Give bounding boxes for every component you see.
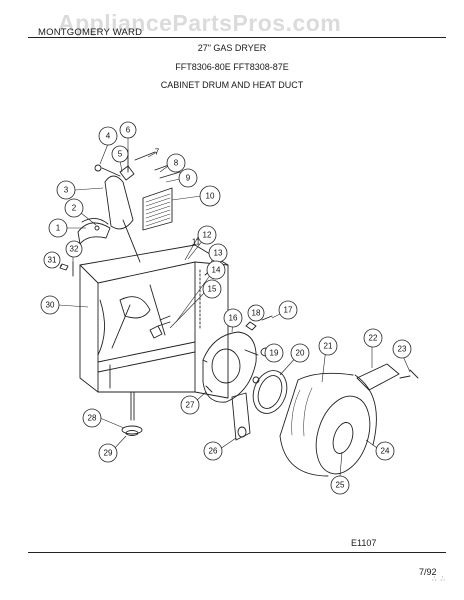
callout-23-label: 23 <box>398 345 407 354</box>
model-numbers: FFT8306-80E FFT8308-87E <box>175 62 289 72</box>
callout-2 <box>64 198 84 218</box>
callout-21 <box>318 336 338 356</box>
heat-duct-assembly <box>94 149 181 263</box>
callout-26-label: 26 <box>209 447 218 456</box>
callout-30 <box>40 295 60 315</box>
header-rule <box>28 37 446 38</box>
callout-32-label: 32 <box>70 245 79 254</box>
callout-26 <box>203 441 223 461</box>
manufacturer-label: MONTGOMERY WARD <box>38 27 143 38</box>
callout-24 <box>375 441 395 461</box>
revision-date: 7/92 <box>419 567 437 577</box>
callout-1 <box>48 218 68 238</box>
callout-18 <box>247 304 265 322</box>
lint-screen <box>142 187 173 231</box>
callout-28 <box>82 408 102 428</box>
diagram-reference-code: E1107 <box>351 538 377 548</box>
callout-16-label: 16 <box>229 314 238 323</box>
callout-8-label: 8 <box>174 159 179 168</box>
front-bulkhead <box>202 331 259 403</box>
diagram-subtitle: CABINET DRUM AND HEAT DUCT <box>160 80 304 90</box>
leveling-leg <box>121 391 143 436</box>
drum-seal <box>252 370 288 414</box>
callout-3-label: 3 <box>64 186 69 195</box>
callout-2-label: 2 <box>72 204 77 213</box>
diagram-title: 27" GAS DRYER <box>197 43 267 53</box>
screws <box>59 261 74 277</box>
callout-14 <box>206 260 226 280</box>
drum-belt-idler <box>356 363 419 391</box>
dryer-drum <box>279 372 377 477</box>
callout-30-label: 30 <box>46 301 55 310</box>
callout-29-label: 29 <box>104 449 113 458</box>
callout-14-label: 14 <box>212 266 221 275</box>
callout-32 <box>65 240 83 258</box>
callout-31-label: 31 <box>48 256 57 265</box>
callout-9 <box>178 168 198 188</box>
callout-21-label: 21 <box>324 342 333 351</box>
callout-19 <box>264 343 284 363</box>
callout-5-label: 5 <box>118 150 123 159</box>
callout-25 <box>330 475 350 495</box>
callout-8 <box>166 153 186 173</box>
callout-22 <box>363 328 383 348</box>
callout-10 <box>199 185 221 207</box>
callout-11-label: 11 <box>192 238 201 247</box>
callout-9-label: 9 <box>186 174 191 183</box>
callout-19-label: 19 <box>270 349 279 358</box>
callout-18-label: 18 <box>252 309 261 318</box>
callout-4-label: 4 <box>106 132 111 141</box>
callout-24-label: 24 <box>381 447 390 456</box>
lint-filter-housing <box>77 218 111 245</box>
callout-28-label: 28 <box>88 414 97 423</box>
callout-15 <box>202 279 222 299</box>
callout-6-label: 6 <box>126 126 131 135</box>
callout-10-label: 10 <box>206 192 215 201</box>
callout-23 <box>392 339 412 359</box>
callout-27-label: 27 <box>186 401 195 410</box>
duct-bracket <box>231 392 251 441</box>
callout-27 <box>180 395 200 415</box>
corner-mark: ∴ ∴ <box>432 576 446 583</box>
callout-20-label: 20 <box>296 349 305 358</box>
callout-4 <box>98 126 118 146</box>
callout-16 <box>223 308 243 328</box>
callout-17-label: 17 <box>284 306 293 315</box>
callout-13-label: 13 <box>214 249 223 258</box>
callout-3 <box>56 180 76 200</box>
callout-25-label: 25 <box>336 481 345 490</box>
footer-rule <box>28 552 446 553</box>
callout-12 <box>197 225 217 245</box>
callout-22-label: 22 <box>369 334 378 343</box>
callout-31 <box>43 251 61 269</box>
callout-17 <box>278 300 298 320</box>
callout-15-label: 15 <box>208 285 217 294</box>
callout-12-label: 12 <box>203 231 212 240</box>
callout-7-label: 7 <box>155 148 160 157</box>
watermark-text: AppliancePartsPros.com <box>58 10 342 36</box>
callout-20 <box>290 343 310 363</box>
callout-5 <box>111 145 129 163</box>
cabinet-body <box>79 244 229 399</box>
callout-29 <box>98 443 118 463</box>
callout-6 <box>119 121 137 139</box>
callout-1-label: 1 <box>56 224 61 233</box>
